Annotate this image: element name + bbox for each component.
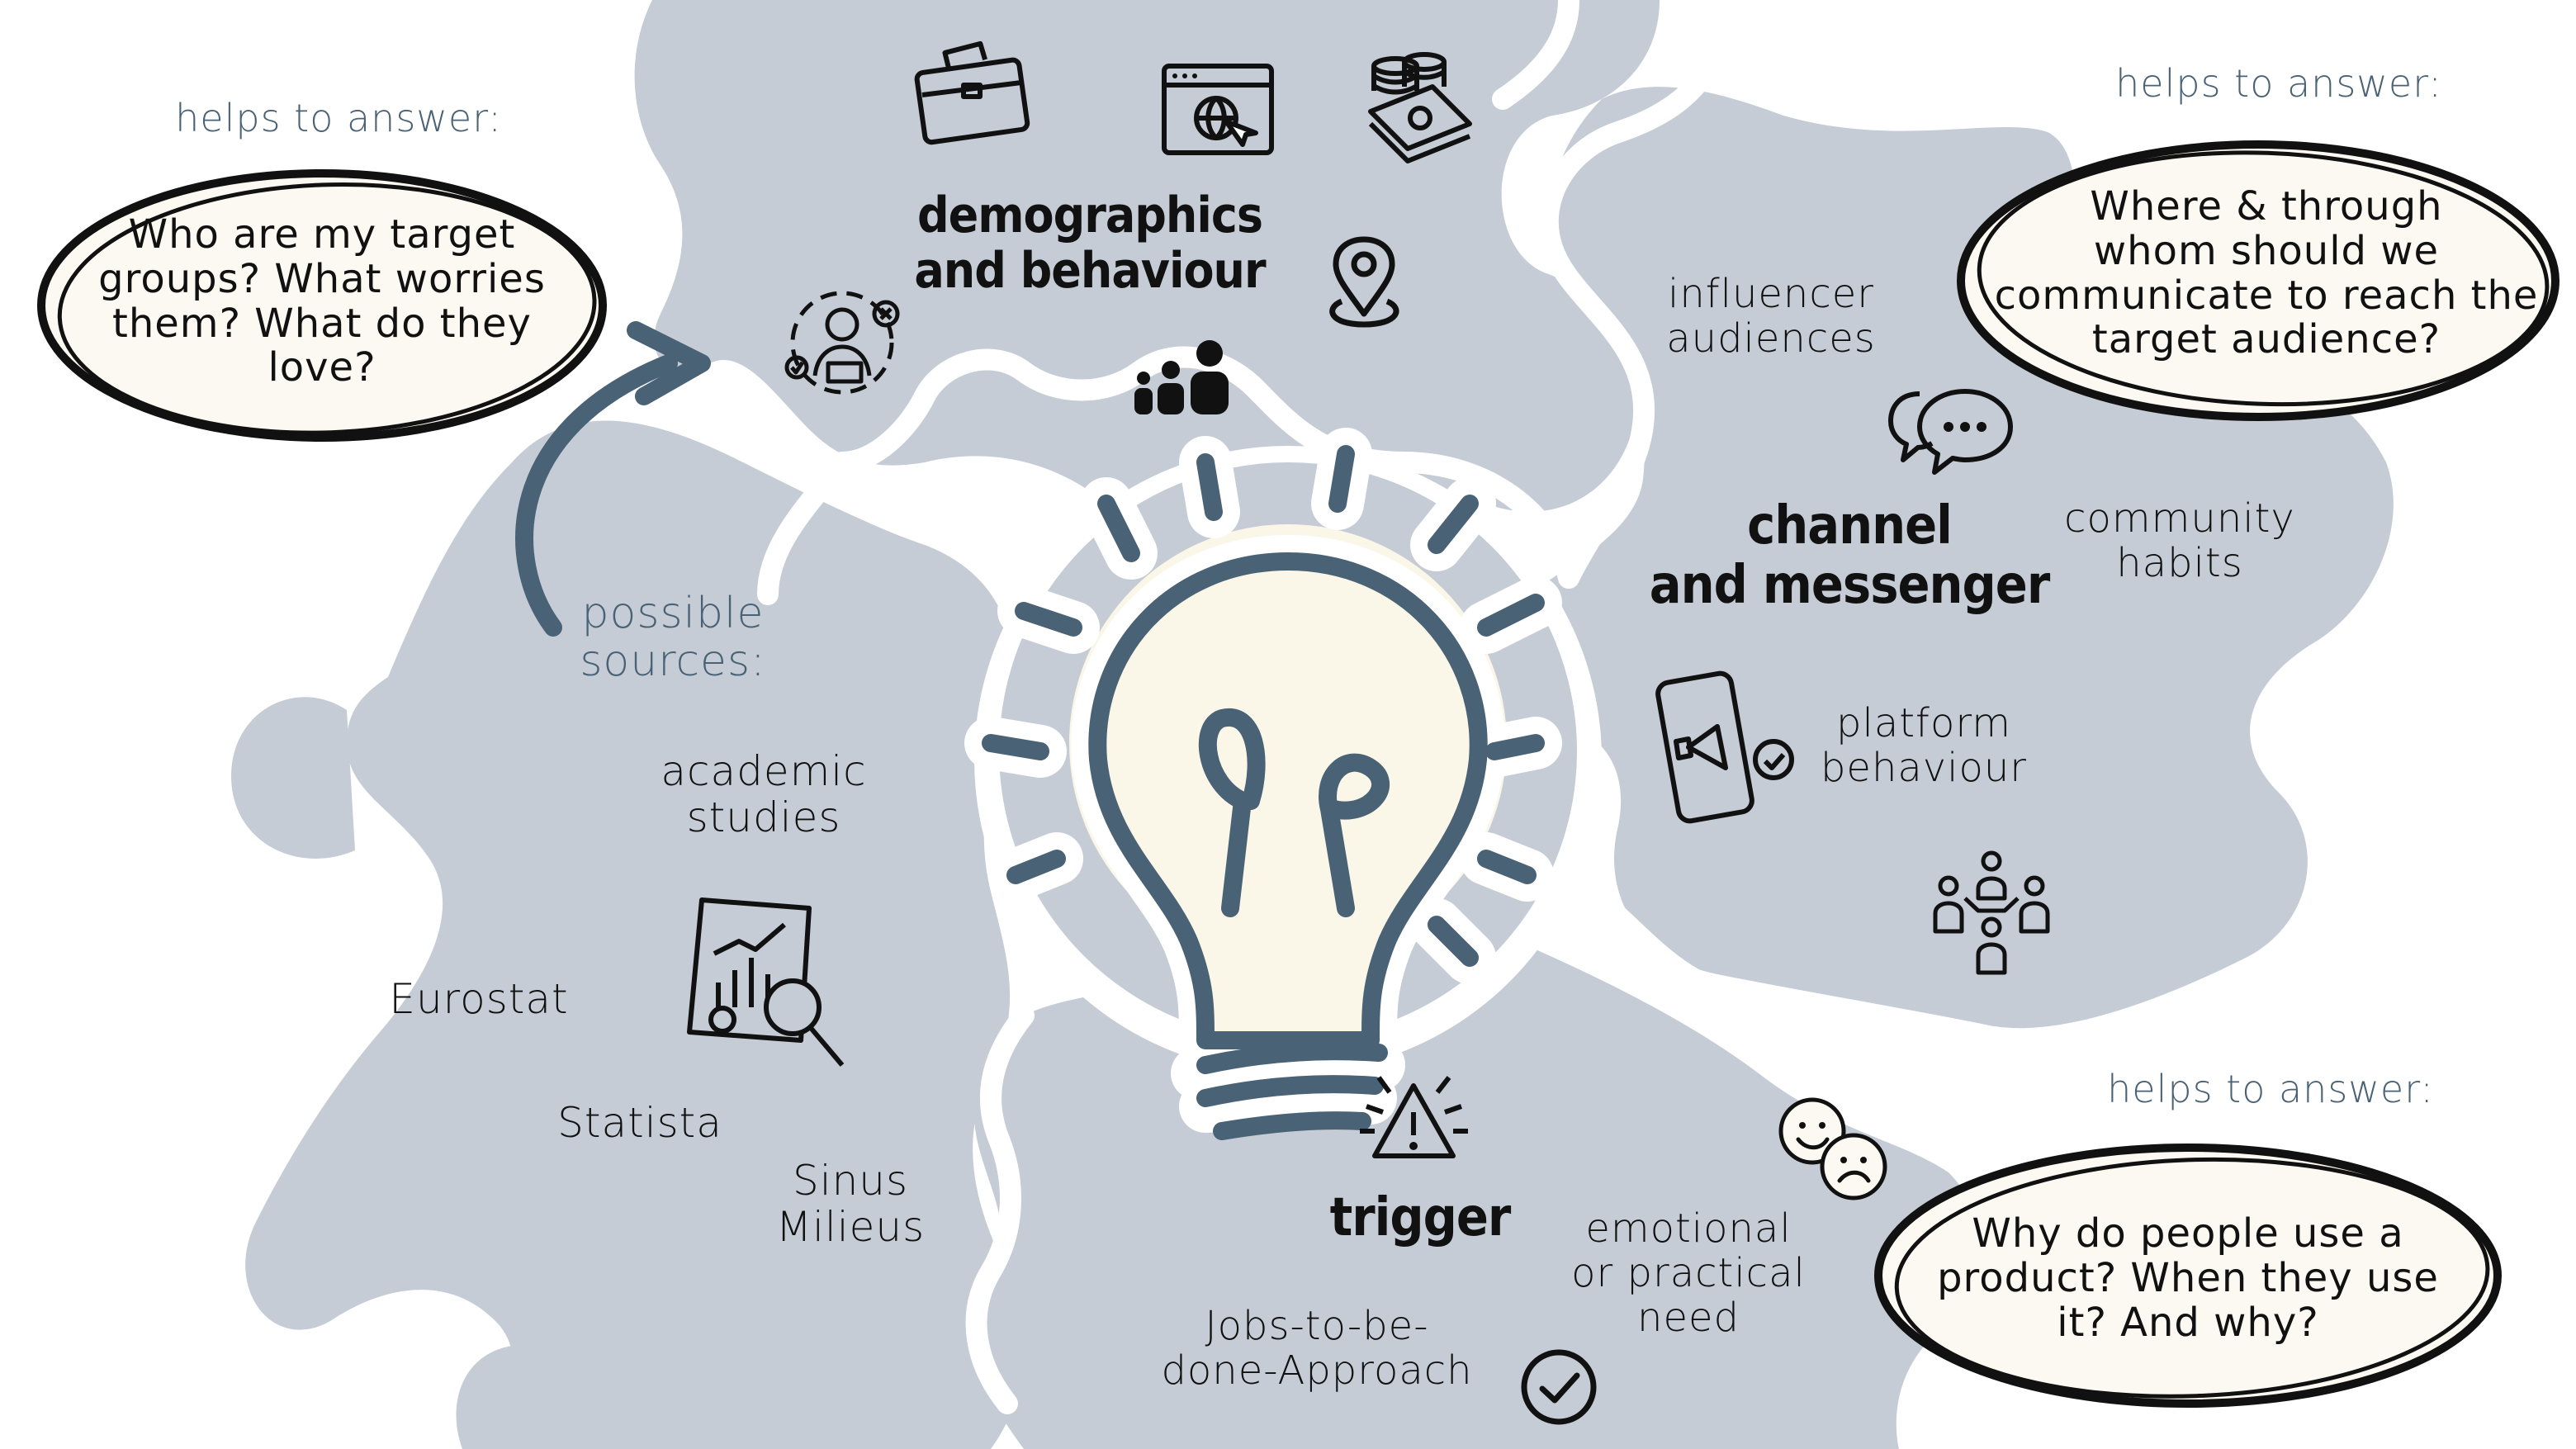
bubble-left-label: helps to answer:	[175, 96, 502, 140]
emotion-faces-icon	[1775, 1094, 1895, 1205]
puzzle-piece-right	[1469, 87, 2394, 1029]
team-network-icon	[1924, 849, 2060, 977]
bubble-bottom-right-outline	[1862, 1131, 2514, 1420]
source-item-academic: academic studies	[661, 747, 867, 841]
bubble-bottom-right-text: Why do people use a product? When they u…	[1937, 1210, 2439, 1346]
phone-megaphone-icon	[1655, 669, 1800, 826]
bubble-left-outline	[25, 157, 619, 454]
warning-alert-icon	[1350, 1061, 1478, 1168]
channel-item-community: community habits	[2064, 495, 2295, 586]
shopper-decision-icon	[780, 285, 912, 400]
bubble-left-text: Who are my target groups? What worries t…	[98, 211, 546, 391]
bubble-top-right-outline	[1944, 128, 2572, 433]
channel-title: channel and messenger	[1649, 495, 2050, 616]
lightbulb-icon	[958, 413, 1618, 1140]
demographics-title: demographics and behaviour	[914, 187, 1266, 301]
trigger-title: trigger	[1329, 1187, 1512, 1248]
chat-bubbles-icon	[1887, 381, 2019, 481]
trigger-item-need: emotional or practical need	[1571, 1205, 1806, 1341]
curved-arrow-icon	[487, 314, 735, 644]
trigger-item-jobs: Jobs-to-be- done-Approach	[1161, 1303, 1473, 1394]
money-stack-icon	[1362, 50, 1478, 165]
people-group-icon	[1131, 339, 1238, 417]
source-item-eurostat: Eurostat	[389, 975, 569, 1023]
checkmark-circle-icon	[1518, 1346, 1600, 1428]
puzzle-piece-left	[245, 420, 1025, 1449]
report-magnifier-icon	[685, 892, 850, 1077]
browser-globe-icon	[1160, 62, 1276, 157]
location-pin-icon	[1321, 235, 1408, 330]
puzzle-piece-top	[634, 0, 1660, 540]
source-item-statista: Statista	[557, 1099, 722, 1147]
bubble-top-right-text: Where & through whom should we communica…	[1994, 183, 2539, 363]
sources-title: possible sources:	[580, 589, 766, 687]
channel-item-platform: platform behaviour	[1820, 700, 2028, 791]
bubble-top-right-label: helps to answer:	[2115, 61, 2442, 106]
bubble-bottom-right-label: helps to answer:	[2107, 1067, 2434, 1111]
source-item-sinus: Sinus Milieus	[775, 1157, 926, 1251]
briefcase-icon	[912, 37, 1032, 145]
channel-item-influencer: influencer audiences	[1666, 271, 1876, 362]
